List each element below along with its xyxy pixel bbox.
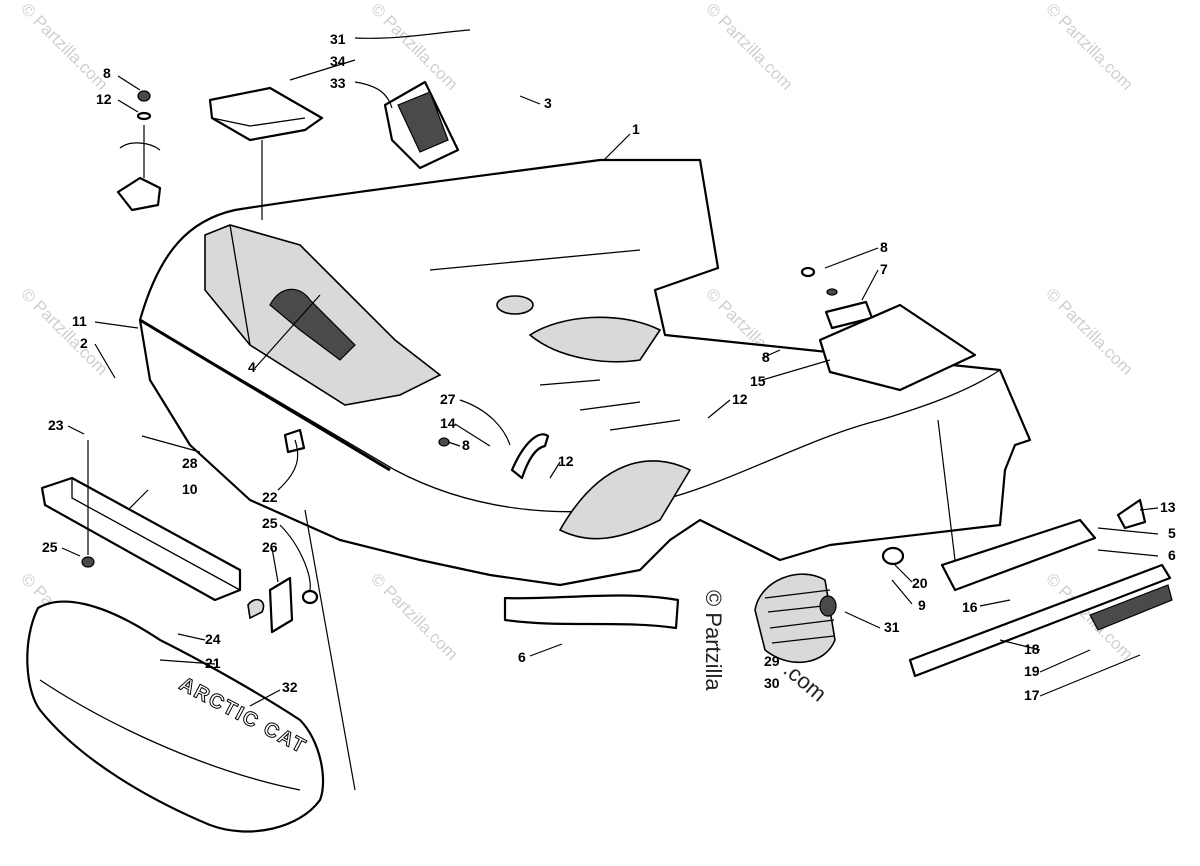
callout-27: 27 xyxy=(440,391,456,407)
callout-10: 10 xyxy=(182,481,198,497)
bumper-bar-part xyxy=(40,440,242,602)
callout-6: 6 xyxy=(518,649,526,665)
callout-24: 24 xyxy=(205,631,221,647)
callout-25: 25 xyxy=(262,515,278,531)
callout-32: 32 xyxy=(282,679,298,695)
callout-8: 8 xyxy=(462,437,470,453)
vent-cover-part xyxy=(208,86,324,220)
watermark-text: © Partzilla.com xyxy=(17,284,111,378)
shift-boot-part xyxy=(383,80,460,170)
callout-2: 2 xyxy=(80,335,88,351)
callout-6: 6 xyxy=(1168,547,1176,563)
hood-body-part xyxy=(138,158,1032,587)
callout-11: 11 xyxy=(72,313,87,329)
callout-7: 7 xyxy=(880,261,888,277)
callout-16: 16 xyxy=(962,599,978,615)
wear-strip-part xyxy=(503,594,680,630)
callout-4: 4 xyxy=(248,359,256,375)
callout-8: 8 xyxy=(762,349,770,365)
watermark-text: © Partzilla.com xyxy=(367,0,461,94)
callout-12: 12 xyxy=(96,91,112,107)
watermark-text: © Partzilla.com xyxy=(1042,284,1136,378)
callout-33: 33 xyxy=(330,75,346,91)
nose-cone-part: ARCTIC CAT xyxy=(26,600,325,833)
trim-strip-part xyxy=(908,563,1173,678)
callout-28: 28 xyxy=(182,455,198,471)
callout-31: 31 xyxy=(330,31,346,47)
callout-13: 13 xyxy=(1160,499,1176,515)
callout-15: 15 xyxy=(750,373,766,389)
watermark-text: © Partzilla.com xyxy=(367,569,461,663)
callout-9: 9 xyxy=(918,597,926,613)
callout-25: 25 xyxy=(42,539,58,555)
rear-plate-part xyxy=(940,518,1097,592)
leader-lines xyxy=(61,29,1159,791)
callout-18: 18 xyxy=(1024,641,1040,657)
callout-29: 29 xyxy=(764,653,780,669)
callout-5: 5 xyxy=(1168,525,1176,541)
callout-8: 8 xyxy=(880,239,888,255)
callout-19: 19 xyxy=(1024,663,1040,679)
callout-22: 22 xyxy=(262,489,278,505)
callout-labels: 31 34 33 3 1 8 12 8 7 11 2 4 8 15 12 23 … xyxy=(42,31,1176,703)
watermark-text: © Partzilla.com xyxy=(17,0,111,94)
bellows-part xyxy=(754,573,837,664)
callout-12: 12 xyxy=(732,391,748,407)
watermark-text: © Partzilla.com xyxy=(1042,0,1136,94)
callout-20: 20 xyxy=(912,575,928,591)
callout-8: 8 xyxy=(103,65,111,81)
hinge-bracket-part xyxy=(800,266,977,392)
callout-17: 17 xyxy=(1024,687,1040,703)
callout-30: 30 xyxy=(764,675,780,691)
side-bracket-part xyxy=(247,576,319,634)
watermark-center-a: © Partzilla xyxy=(701,590,726,691)
callout-21: 21 xyxy=(205,655,221,671)
hardware-parts xyxy=(283,428,1147,566)
callout-1: 1 xyxy=(632,121,640,137)
callout-12: 12 xyxy=(558,453,574,469)
callout-23: 23 xyxy=(48,417,64,433)
mount-bracket-part xyxy=(116,90,162,212)
callout-3: 3 xyxy=(544,95,552,111)
callout-14: 14 xyxy=(440,415,456,431)
callout-26: 26 xyxy=(262,539,278,555)
callout-31: 31 xyxy=(884,619,900,635)
callout-34: 34 xyxy=(330,53,346,69)
watermark-center-b: .com xyxy=(779,657,832,707)
watermark-text: © Partzilla.com xyxy=(702,0,796,94)
